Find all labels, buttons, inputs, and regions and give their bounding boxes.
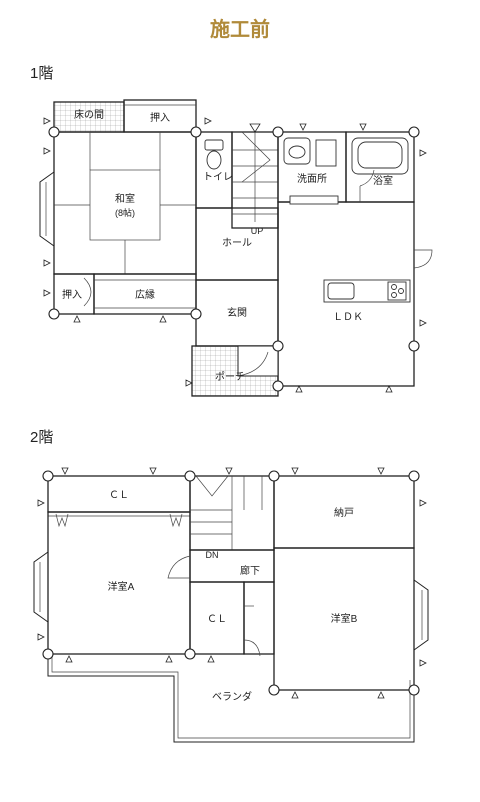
room-genkan: 玄関 [227,306,247,319]
room-washitsu-size: (8帖) [115,207,135,218]
room-veranda: ベランダ [212,690,252,703]
floor2-plan [33,467,429,743]
floor2-label: 2階 [30,429,53,446]
room-hiroen: 広縁 [135,288,155,301]
room-cl-top: ＣＬ [109,490,129,501]
room-youshitsu-b: 洋室B [331,612,358,625]
stair-dn-label: DN [206,550,219,560]
room-tokonoma: 床の間 [74,108,104,121]
room-hall: ホール [222,237,252,249]
room-yokushitsu: 浴室 [373,174,393,187]
room-oshiire-bottom: 押入 [62,288,82,301]
room-youshitsu-a: 洋室A [108,580,135,593]
stair-up-label: UP [251,226,264,236]
room-cl-mid: ＣＬ [207,614,227,625]
room-washitsu: 和室 [115,192,135,205]
room-rouka: 廊下 [240,564,260,577]
room-nando: 納戸 [334,506,354,519]
room-toilet: トイレ [203,172,233,183]
room-porch: ポーチ [215,371,245,383]
room-ldk: ＬＤＫ [333,312,363,323]
page-title: 施工前 [210,17,270,41]
floor1-plan [39,99,433,397]
room-oshiire-top: 押入 [150,111,170,124]
room-senmenjo: 洗面所 [297,173,327,185]
floor1-label: 1階 [30,65,53,82]
